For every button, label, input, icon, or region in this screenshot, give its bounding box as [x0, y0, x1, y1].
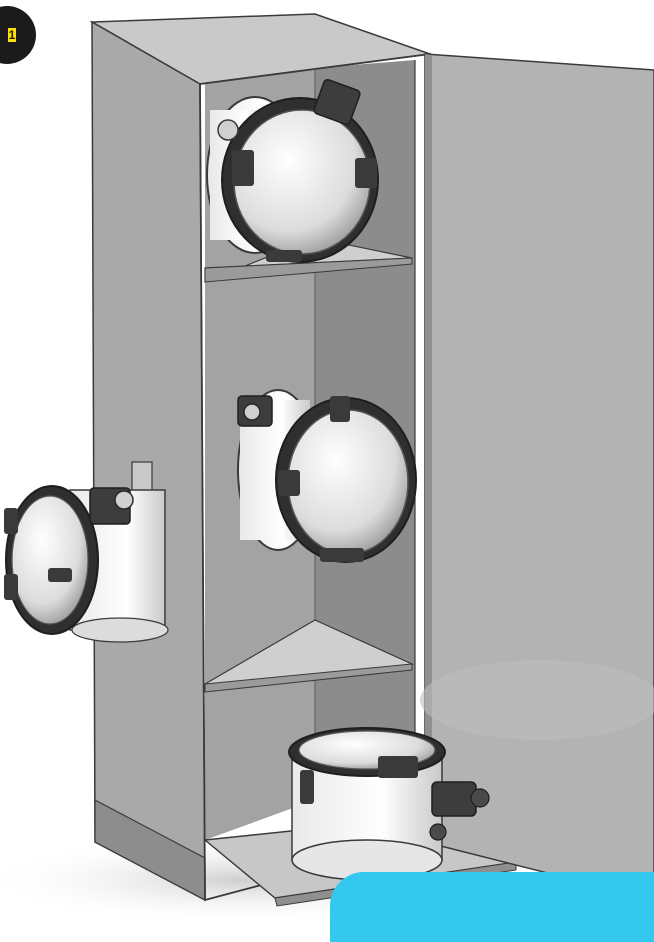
cabinet-left-side [91, 20, 206, 902]
cabinet-door [424, 53, 654, 901]
vessel-bottom [288, 727, 490, 881]
cyan-corner-tab [330, 872, 654, 942]
vessel-top [206, 78, 379, 263]
step-number: 1 [6, 26, 18, 44]
vessel-door-mounted [4, 461, 169, 643]
cabinet-illustration [0, 13, 654, 920]
vessel-middle [237, 389, 417, 563]
